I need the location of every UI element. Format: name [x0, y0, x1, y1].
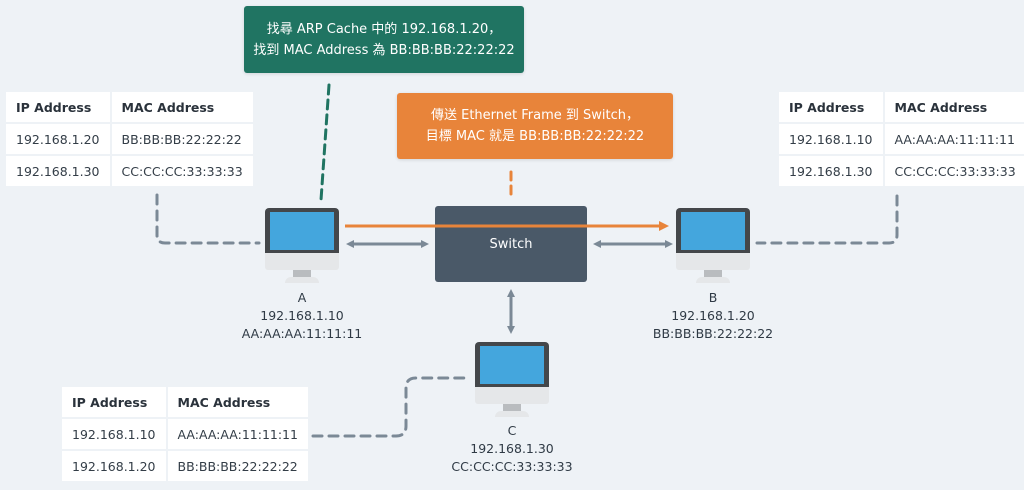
header-ip: IP Address — [62, 387, 166, 417]
table-b-link — [755, 194, 899, 245]
arp-table-b: IP Address MAC Address 192.168.1.10 AA:A… — [777, 90, 1024, 188]
header-mac: MAC Address — [884, 92, 1024, 122]
computer-c-name: C — [507, 423, 517, 438]
computer-a-name: A — [297, 290, 307, 305]
computer-a-label: A 192.168.1.10 AA:AA:AA:11:11:11 — [222, 289, 382, 343]
cell-ip: 192.168.1.30 — [779, 156, 883, 186]
arp-table-c: IP Address MAC Address 192.168.1.10 AA:A… — [60, 385, 310, 483]
header-ip: IP Address — [6, 92, 110, 122]
table-a-link — [155, 193, 261, 245]
cell-mac: AA:AA:AA:11:11:11 — [884, 124, 1024, 154]
computer-b-name: B — [708, 290, 718, 305]
callout-send-frame: 傳送 Ethernet Frame 到 Switch， 目標 MAC 就是 BB… — [397, 93, 673, 159]
computer-a-ip: 192.168.1.10 — [260, 308, 344, 323]
computer-c-icon[interactable] — [475, 342, 549, 424]
switch-node[interactable]: Switch — [435, 206, 587, 282]
arp-table-a: IP Address MAC Address 192.168.1.20 BB:B… — [4, 90, 255, 188]
cell-ip: 192.168.1.30 — [6, 156, 110, 186]
cell-mac: BB:BB:BB:22:22:22 — [167, 451, 308, 481]
callout-arp-pointer — [319, 83, 331, 202]
table-c-link — [311, 376, 470, 438]
table-row: 192.168.1.30 CC:CC:CC:33:33:33 — [6, 156, 253, 186]
callout-frame-line2: 目標 MAC 就是 BB:BB:BB:22:22:22 — [425, 129, 645, 144]
cell-ip: 192.168.1.10 — [62, 419, 166, 449]
table-header-row: IP Address MAC Address — [779, 92, 1024, 122]
callout-arp-line2: 找到 MAC Address 為 BB:BB:BB:22:22:22 — [253, 42, 515, 58]
computer-b-label: B 192.168.1.20 BB:BB:BB:22:22:22 — [633, 289, 793, 343]
header-mac: MAC Address — [167, 387, 308, 417]
table-row: 192.168.1.20 BB:BB:BB:22:22:22 — [62, 451, 308, 481]
callout-arp-line1: 找尋 ARP Cache 中的 192.168.1.20， — [266, 21, 502, 37]
cell-ip: 192.168.1.20 — [62, 451, 166, 481]
callout-arp-lookup: 找尋 ARP Cache 中的 192.168.1.20， 找到 MAC Add… — [244, 6, 524, 73]
table-row: 192.168.1.30 CC:CC:CC:33:33:33 — [779, 156, 1024, 186]
monitor-screen — [265, 208, 339, 253]
cell-mac: CC:CC:CC:33:33:33 — [111, 156, 253, 186]
computer-b-mac: BB:BB:BB:22:22:22 — [652, 326, 774, 341]
computer-b-icon[interactable] — [676, 208, 750, 290]
header-ip: IP Address — [779, 92, 883, 122]
table-row: 192.168.1.10 AA:AA:AA:11:11:11 — [62, 419, 308, 449]
callout-frame-line1: 傳送 Ethernet Frame 到 Switch， — [430, 108, 639, 123]
cell-mac: BB:BB:BB:22:22:22 — [111, 124, 253, 154]
cell-ip: 192.168.1.10 — [779, 124, 883, 154]
table-row: 192.168.1.10 AA:AA:AA:11:11:11 — [779, 124, 1024, 154]
monitor-screen — [475, 342, 549, 387]
computer-c-ip: 192.168.1.30 — [470, 441, 554, 456]
computer-b-ip: 192.168.1.20 — [671, 308, 755, 323]
cell-ip: 192.168.1.20 — [6, 124, 110, 154]
cell-mac: CC:CC:CC:33:33:33 — [884, 156, 1024, 186]
computer-a-icon[interactable] — [265, 208, 339, 290]
header-mac: MAC Address — [111, 92, 253, 122]
monitor-screen — [676, 208, 750, 253]
table-row: 192.168.1.20 BB:BB:BB:22:22:22 — [6, 124, 253, 154]
switch-label: Switch — [489, 236, 533, 252]
computer-c-label: C 192.168.1.30 CC:CC:CC:33:33:33 — [432, 422, 592, 476]
table-header-row: IP Address MAC Address — [62, 387, 308, 417]
computer-c-mac: CC:CC:CC:33:33:33 — [451, 459, 573, 474]
computer-a-mac: AA:AA:AA:11:11:11 — [241, 326, 363, 341]
cell-mac: AA:AA:AA:11:11:11 — [167, 419, 308, 449]
table-header-row: IP Address MAC Address — [6, 92, 253, 122]
